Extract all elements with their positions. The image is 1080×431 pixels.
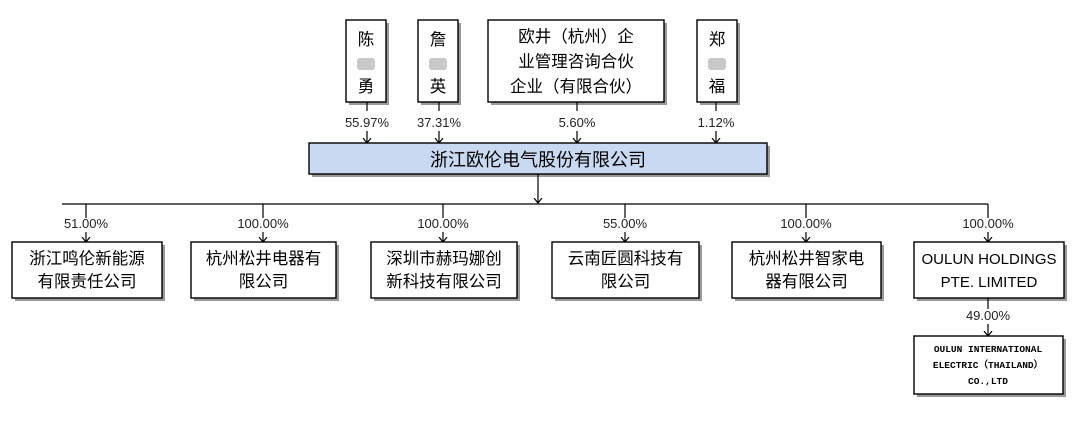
subsidiary-pct: 100.00% bbox=[780, 216, 832, 231]
subsidiary-name-line: 杭州松井电器有 bbox=[206, 249, 322, 268]
main-company-name: 浙江欧伦电气股份有限公司 bbox=[430, 150, 646, 171]
shareholder-name-char-3: 福 bbox=[709, 77, 726, 96]
subsidiary-box-6 bbox=[913, 241, 1065, 299]
sub-subsidiary-pct: 49.00% bbox=[966, 308, 1011, 323]
subsidiary-name-line: PTE. LIMITED bbox=[941, 274, 1038, 291]
shareholder-pct: 1.12% bbox=[698, 115, 735, 130]
shareholder-name-char-3: 英 bbox=[430, 77, 447, 96]
masked-name-blur bbox=[357, 58, 375, 70]
shareholder-name-char-1: 郑 bbox=[709, 30, 726, 49]
main-company-box bbox=[308, 142, 768, 175]
subsidiary-name-line: 限公司 bbox=[239, 272, 289, 291]
shareholder-name-char-1: 詹 bbox=[430, 30, 447, 49]
subsidiary-pct: 51.00% bbox=[64, 216, 109, 231]
subsidiary-box-5 bbox=[731, 241, 882, 299]
subsidiary-name-line: 杭州松井智家电 bbox=[749, 249, 865, 268]
shareholder-pct: 37.31% bbox=[417, 115, 462, 130]
shareholder-pct: 5.60% bbox=[559, 115, 596, 130]
sub-subsidiary-name-line: CO.,LTD bbox=[968, 376, 1008, 387]
sub-subsidiary-box bbox=[913, 335, 1064, 395]
subsidiary-name-line: 有限责任公司 bbox=[38, 272, 137, 291]
shareholder-name-char-1: 陈 bbox=[358, 30, 375, 49]
sub-subsidiary-name-line: ELECTRIC（THAILAND） bbox=[933, 359, 1043, 371]
subsidiary-name-line: 新科技有限公司 bbox=[386, 272, 502, 291]
subsidiary-name-line: OULUN HOLDINGS bbox=[921, 251, 1056, 268]
shareholder-name-char-3: 勇 bbox=[358, 77, 375, 96]
subsidiary-name-line: 浙江鸣伦新能源 bbox=[29, 249, 145, 268]
masked-name-blur bbox=[429, 58, 447, 70]
shareholder-name-line: 企业（有限合伙） bbox=[510, 77, 642, 96]
shareholder-name-line: 业管理咨询合伙 bbox=[518, 52, 634, 71]
subsidiary-pct: 55.00% bbox=[603, 216, 648, 231]
subsidiary-box-4 bbox=[551, 241, 700, 299]
shareholder-name-line: 欧井（杭州）企 bbox=[518, 27, 634, 46]
subsidiary-pct: 100.00% bbox=[237, 216, 289, 231]
sub-subsidiary-name-line: OULUN INTERNATIONAL bbox=[934, 344, 1043, 355]
subsidiary-pct: 100.00% bbox=[962, 216, 1014, 231]
subsidiary-box-2 bbox=[190, 241, 337, 299]
subsidiary-name-line: 限公司 bbox=[601, 272, 651, 291]
subsidiary-box-1 bbox=[11, 241, 163, 299]
shareholder-box-2 bbox=[417, 19, 459, 103]
subsidiary-pct: 100.00% bbox=[417, 216, 469, 231]
subsidiary-box-3 bbox=[370, 241, 518, 299]
subsidiary-name-line: 深圳市赫玛娜创 bbox=[386, 249, 502, 268]
shareholder-pct: 55.97% bbox=[345, 115, 390, 130]
subsidiary-name-line: 云南匠圆科技有 bbox=[568, 249, 684, 268]
masked-name-blur bbox=[708, 58, 726, 70]
shareholder-box-3 bbox=[487, 19, 665, 103]
subsidiary-name-line: 器有限公司 bbox=[765, 272, 848, 291]
